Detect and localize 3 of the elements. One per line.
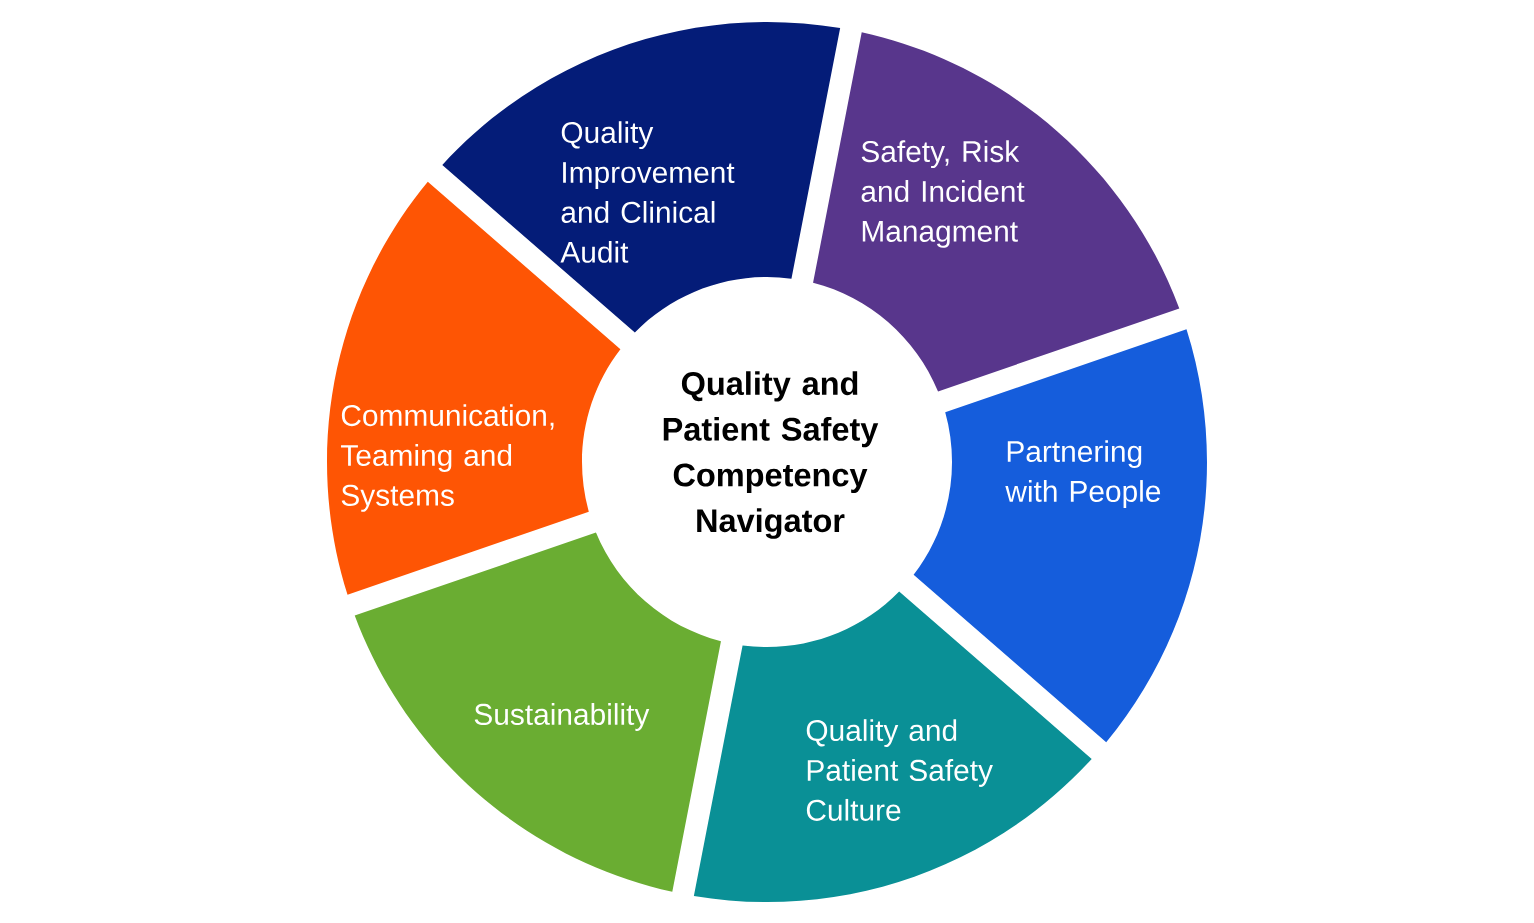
ring-segment: Quality Improvement and Clinical Audit [442, 22, 841, 333]
ring-segment: Quality and Patient Safety Culture [693, 591, 1092, 903]
ring-segment: Sustainability [354, 532, 721, 892]
